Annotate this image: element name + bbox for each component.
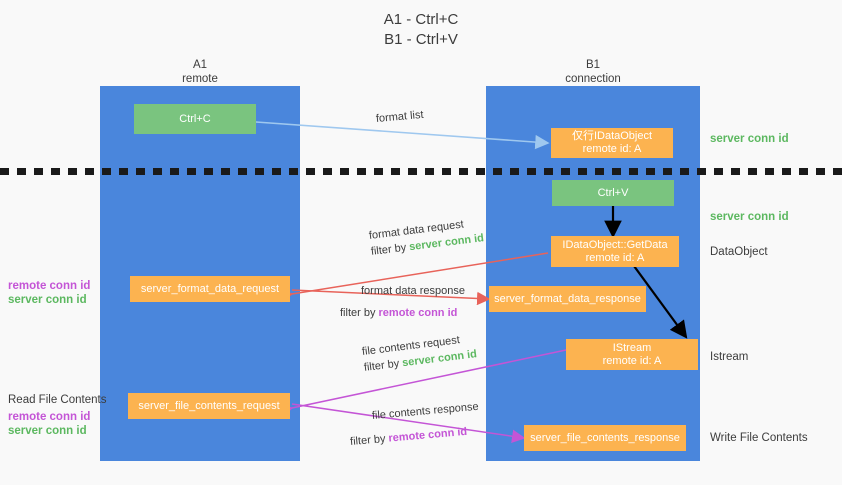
label-remote-conn-id-left-1: remote conn id [8,280,91,292]
label-write-file-contents: Write File Contents [710,432,808,444]
arrow-label-file-contents-response-text: file contents response [371,400,480,423]
arrow-label-format-data-response-text: format data response [361,285,465,297]
box-server-format-data-request[interactable]: server_format_data_request [130,276,290,302]
box-server-format-data-response[interactable]: server_format_data_response [489,286,646,312]
column-header-a1: A1 remote [182,59,218,85]
box-idataobject[interactable]: 仅行IDataObject remote id: A [551,128,673,158]
arrow-label-file-contents-response: file contents response filter by remote … [350,399,481,448]
label-server-conn-id-right-1: server conn id [710,133,789,145]
arrow-label-file-contents-request: file contents request filter by server c… [361,330,478,376]
box-server-file-contents-response[interactable]: server_file_contents_response [524,425,686,451]
label-server-conn-id-left-1: server conn id [8,294,87,306]
arrow-label-format-data-response: format data response filter by remote co… [340,283,465,321]
label-server-conn-id-right-2: server conn id [710,211,789,223]
label-dataobject: DataObject [710,246,768,258]
label-server-conn-id-left-2: server conn id [8,425,87,437]
filter-value-remote-conn-id-2: remote conn id [387,425,468,445]
arrow-label-format-data-request: format data request filter by server con… [368,214,485,260]
label-read-file-contents: Read File Contents [8,394,107,406]
box-ctrl-v[interactable]: Ctrl+V [552,180,674,206]
arrow-label-format-data-response-filter: filter by remote conn id [340,307,458,319]
box-istream[interactable]: IStream remote id: A [566,339,698,370]
column-header-b1: B1 connection [565,59,621,85]
arrow-label-format-list: format list [375,108,425,125]
label-istream: Istream [710,351,749,363]
arrow-label-file-contents-response-filter: filter by remote conn id [349,425,468,449]
box-server-file-contents-request[interactable]: server_file_contents_request [128,393,290,419]
divider-dashed-line [0,168,842,175]
box-idataobject-getdata[interactable]: IDataObject::GetData remote id: A [551,236,679,267]
box-ctrl-c[interactable]: Ctrl+C [134,104,256,134]
label-remote-conn-id-left-2: remote conn id [8,411,91,423]
page-title: A1 - Ctrl+C B1 - Ctrl+V [383,11,459,48]
filter-value-remote-conn-id-1: remote conn id [378,307,458,319]
